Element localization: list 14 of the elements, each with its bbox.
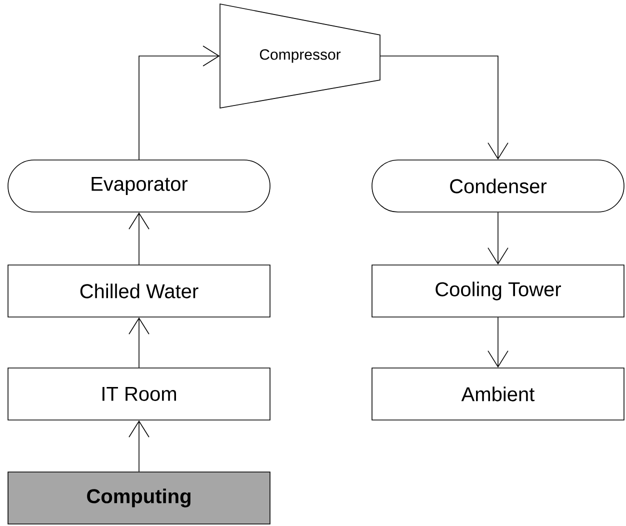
arrow: [128, 317, 150, 368]
rounded-box: Condenser: [372, 160, 624, 212]
process-box: Ambient: [372, 368, 624, 420]
arrow: [128, 420, 150, 472]
arrow: [380, 56, 508, 160]
rounded-box: Evaporator: [8, 160, 270, 212]
process-box: Computing: [8, 472, 270, 524]
arrow: [138, 46, 220, 160]
arrow: [488, 316, 508, 368]
arrow: [488, 212, 508, 265]
process-box: IT Room: [8, 368, 270, 420]
arrow: [128, 212, 150, 265]
process-box: Chilled Water: [8, 264, 270, 318]
process-box: Cooling Tower: [372, 264, 624, 318]
